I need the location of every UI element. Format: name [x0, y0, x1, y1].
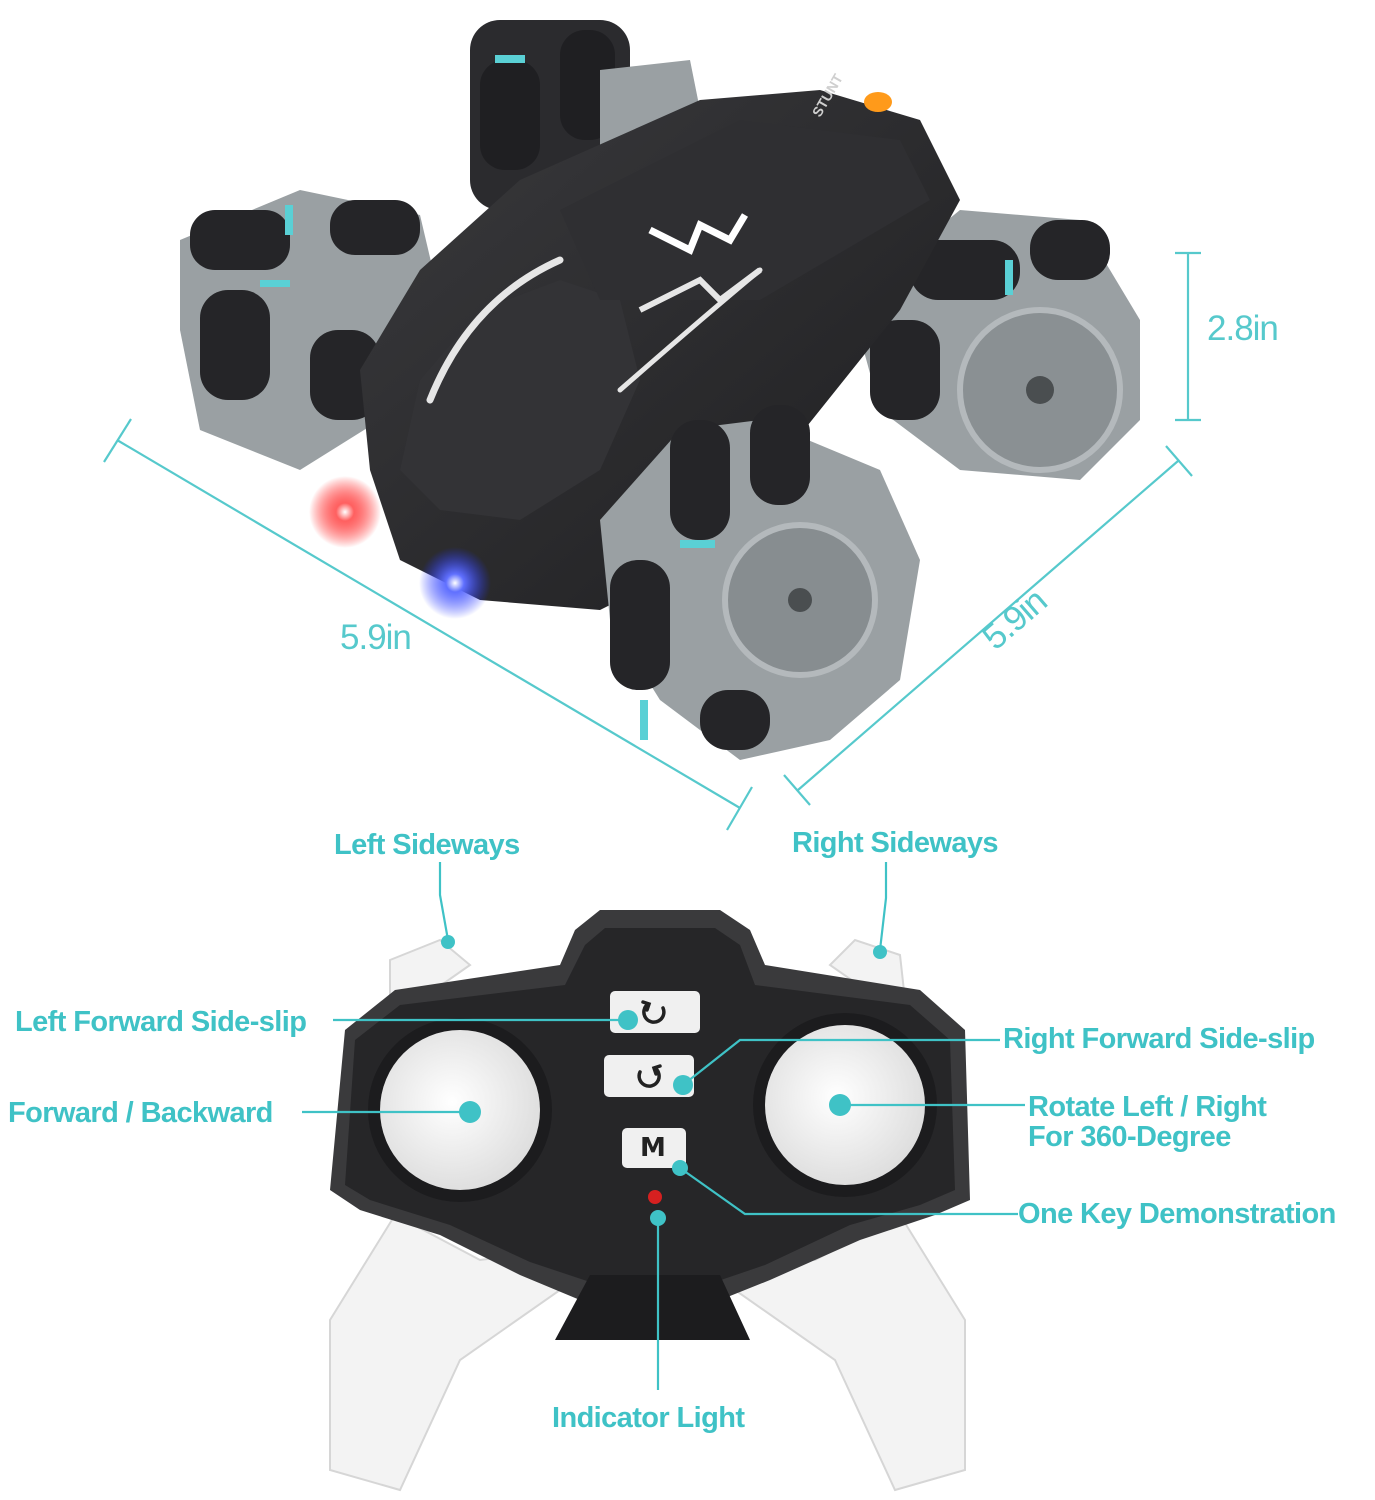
mode-button[interactable]	[622, 1128, 686, 1168]
label-left-sideways: Left Sideways	[334, 829, 520, 861]
wheel-front-right	[600, 405, 920, 760]
label-rotate-line1: Rotate Left / Right	[1028, 1091, 1267, 1123]
height-dimension-label: 2.8in	[1207, 309, 1279, 348]
indicator-led	[648, 1190, 662, 1204]
antenna-cap	[864, 92, 892, 112]
label-indicator-light: Indicator Light	[552, 1402, 745, 1434]
rotate-ccw-icon	[642, 1002, 666, 1024]
rotate-right-button[interactable]	[604, 1055, 694, 1097]
callout-dots	[441, 935, 887, 1226]
label-right-sideways: Right Sideways	[792, 827, 999, 859]
rotate-cw-icon	[637, 1066, 661, 1088]
label-forward-backward: Forward / Backward	[8, 1097, 273, 1129]
rc-stunt-car: STUNT	[180, 20, 1140, 760]
dimension-lines	[103, 251, 1201, 831]
red-led	[309, 476, 381, 548]
depth-dimension-label: 5.9in	[340, 618, 412, 657]
callout-lines	[302, 862, 1025, 1390]
mode-button-label: M	[640, 1133, 666, 1163]
label-one-key-demonstration: One Key Demonstration	[1018, 1198, 1336, 1230]
label-left-forward-side-slip: Left Forward Side-slip	[15, 1006, 307, 1038]
wheel-back-right	[850, 210, 1140, 480]
blue-led	[419, 547, 491, 619]
label-rotate-line2: For 360-Degree	[1028, 1121, 1231, 1153]
label-right-forward-side-slip: Right Forward Side-slip	[1003, 1023, 1315, 1055]
